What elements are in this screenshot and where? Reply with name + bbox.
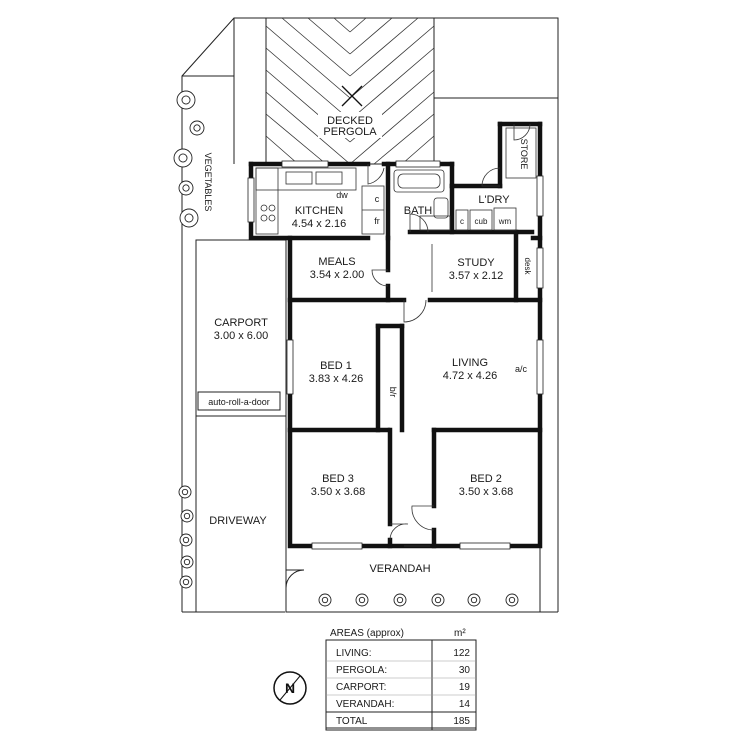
washing-machine-label: wm [498,217,512,226]
laundry-label: L'DRY [478,194,510,206]
dishwasher-label: dw [336,190,348,200]
carport-outline [195,239,287,612]
pergola-label-line1: DECKED [327,115,373,127]
bath-label: BATH [404,205,433,217]
bath-fittings [393,169,451,231]
areas-table [325,639,477,731]
shrub-icon-inner [396,596,404,604]
bed1-name: BED 1 [320,360,352,372]
areas-unit: m² [454,628,466,639]
auto-roll-door-label: auto-roll-a-door [208,397,270,407]
bed3-size: 3.50 x 3.68 [311,486,365,498]
shrub-icon-inner [178,153,188,163]
shrub-icon-inner [181,95,191,105]
windows [247,160,544,550]
bed1-size: 3.83 x 4.26 [309,373,363,385]
fridge-label: fr [374,216,380,226]
doors [367,123,531,547]
shrub-icon-inner [183,512,191,520]
area-row-label: CARPORT: [336,682,386,693]
shrub-icon-inner [182,184,190,192]
verandah-outline [285,546,541,613]
areas-total-value: 185 [453,716,470,727]
kitchen-fittings [255,167,385,235]
shrub-icon-inner [358,596,366,604]
study-name: STUDY [457,257,495,269]
driveway-label: DRIVEWAY [209,515,267,527]
vegetables-label: VEGETABLES [203,153,213,212]
shrub-icon-inner [508,596,516,604]
pergola-decking [265,17,435,165]
area-row-value: 30 [459,665,471,676]
living-size: 4.72 x 4.26 [443,370,497,382]
compass-letter: N [285,680,295,696]
shrub-icon-inner [434,596,442,604]
meals-name: MEALS [318,256,355,268]
bed3-name: BED 3 [322,473,354,485]
pergola-label-line2: PERGOLA [323,126,377,138]
area-row-value: 14 [459,699,471,710]
shrub-icon-inner [184,213,194,223]
living-name: LIVING [452,357,488,369]
areas-title: AREAS (approx) [330,628,404,639]
area-row-label: LIVING: [336,648,372,659]
verandah-label: VERANDAH [369,563,430,575]
aircon-label: a/c [515,364,528,374]
carport-name: CARPORT [214,317,268,329]
area-row-value: 19 [459,682,471,693]
shrub-icon-inner [182,578,190,586]
shrub-icon-inner [183,558,191,566]
shrubs [173,90,519,607]
store-label: STORE [519,139,529,170]
shrub-icon-inner [321,596,329,604]
shrub-icon-inner [470,596,478,604]
kitchen-cupboard-label: c [375,194,380,204]
shrub-icon-inner [182,536,190,544]
built-in-robe-label: b/r [388,387,398,398]
areas-total-label: TOTAL [336,716,368,727]
kitchen-size: 4.54 x 2.16 [292,218,346,230]
laundry-fittings [455,127,537,231]
area-row-label: VERANDAH: [336,699,394,710]
house-walls [248,121,543,549]
north-compass-icon [273,671,307,705]
cub-label: cub [475,217,488,226]
carport-size: 3.00 x 6.00 [214,330,268,342]
area-row-value: 122 [453,648,470,659]
meals-size: 3.54 x 2.00 [310,269,364,281]
shrub-icon-inner [181,488,189,496]
area-row-label: PERGOLA: [336,665,387,676]
bed2-name: BED 2 [470,473,502,485]
laundry-cupboard-label: c [460,217,464,226]
bed2-size: 3.50 x 3.68 [459,486,513,498]
study-size: 3.57 x 2.12 [449,270,503,282]
kitchen-name: KITCHEN [295,205,343,217]
desk-label: desk [523,258,532,276]
shrub-icon-inner [193,124,201,132]
gate [285,569,305,589]
